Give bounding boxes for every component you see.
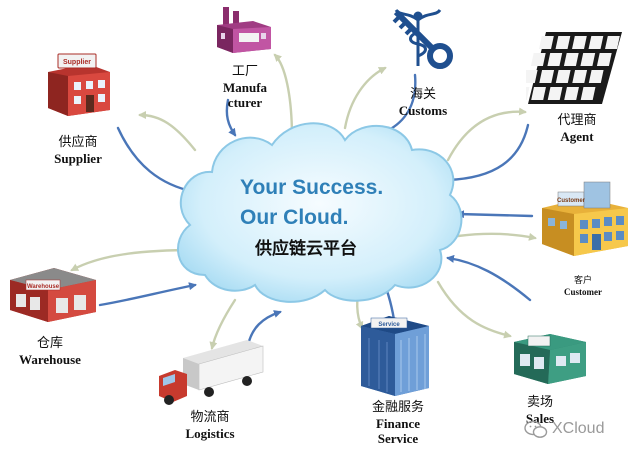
arrow-manufacturer-out [273, 53, 294, 140]
customer-building-icon: Customer [542, 181, 628, 256]
customs-emblem-icon [392, 8, 453, 69]
agent-grid-cell [555, 70, 571, 83]
arrow-sales-out [436, 280, 512, 339]
agent-grid-cell [526, 87, 530, 100]
logistics-label: 物流商 Logistics [185, 410, 235, 441]
finance-building-icon: Service [361, 316, 429, 396]
arrow-customer-in [456, 210, 534, 219]
arrow-warehouse-in [98, 282, 197, 307]
agent-grid-cell [539, 36, 554, 49]
arrow-sales-in [446, 254, 532, 302]
agent-grid-icon [526, 32, 622, 104]
warehouse-building-icon: Warehouse [10, 268, 96, 322]
agent-grid-cell [572, 70, 588, 83]
factory-icon [217, 7, 271, 53]
arrow-manufacturer-in [225, 98, 237, 137]
agent-grid-cell [588, 36, 604, 49]
agent-grid-cell [563, 53, 579, 66]
warehouse-label: 仓库 Warehouse [19, 336, 81, 367]
customer-label: 客户 Customer [564, 276, 602, 297]
agent-grid-cell [588, 70, 604, 83]
customer-sign: Customer [557, 198, 586, 204]
arrow-logistics-out [209, 298, 237, 350]
manufacturer-label: 工厂 Manufa cturer [222, 64, 268, 111]
supplier-building-icon: Supplier [48, 53, 110, 116]
agent-grid-cell [547, 87, 563, 100]
agent-grid-cell [580, 53, 596, 66]
finance-sign: Service [378, 322, 400, 328]
supplier-label: 供应商 Supplier [54, 135, 102, 166]
agent-grid-cell [605, 36, 620, 49]
slogan-line-2: Our Cloud. [240, 206, 349, 229]
agent-grid-cell [580, 87, 596, 100]
agent-grid-cell [572, 36, 587, 49]
agent-grid-cell [526, 70, 538, 83]
slogan-line-1: Your Success. [240, 176, 384, 199]
agent-grid-cell [555, 36, 571, 49]
agent-grid-cell [539, 70, 555, 83]
agent-grid-cell [596, 53, 612, 66]
supplier-sign: Supplier [63, 59, 91, 66]
wechat-icon [524, 420, 548, 438]
agent-grid-cell [530, 53, 546, 66]
logistics-truck-icon [159, 340, 264, 405]
agent-label: 代理商 Agent [557, 113, 597, 144]
sales-store-icon [514, 334, 586, 384]
warehouse-sign: Warehouse [27, 284, 60, 290]
arrow-supplier-out [138, 111, 197, 152]
arrow-agent-in [446, 123, 530, 184]
arrow-customer-out [456, 232, 537, 241]
agent-grid-cell [547, 53, 563, 66]
customs-label: 海关 Customs [398, 87, 448, 118]
arrow-agent-out [446, 107, 527, 162]
agent-grid-cell [564, 87, 579, 100]
platform-title: 供应链云平台 [255, 239, 357, 259]
watermark-text: XCloud [552, 420, 605, 437]
arrow-customs-out [343, 66, 387, 130]
finance-label: 金融服务 Finance Service [371, 400, 424, 447]
sales-label: 卖场 Sales [525, 395, 555, 426]
agent-grid-cell [531, 87, 546, 100]
